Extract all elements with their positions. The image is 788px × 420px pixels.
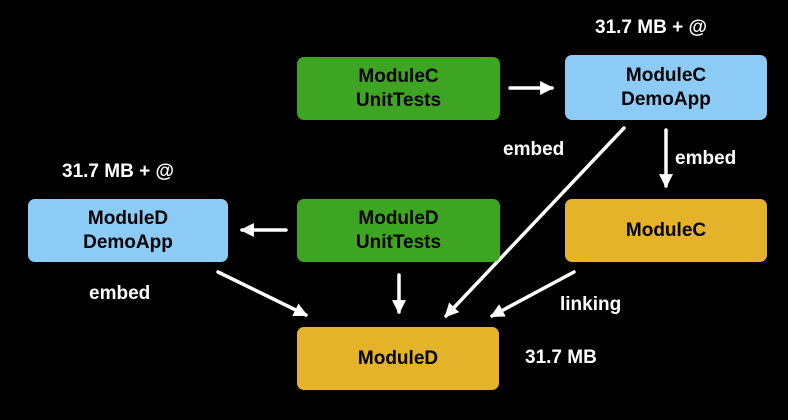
edge-modulec-to-moduled (490, 270, 576, 318)
edge-modulec-demoapp-to-moduled (444, 126, 626, 318)
modulec-unittests-node: ModuleC UnitTests (297, 57, 500, 120)
edge-label-linking: linking (560, 294, 622, 315)
modulec-unittests-line2: UnitTests (355, 89, 442, 111)
moduled-unittests-node: ModuleD UnitTests (297, 199, 500, 262)
edge-label-embed-right: embed (675, 148, 737, 169)
moduled-unittests-line1: ModuleD (358, 207, 439, 229)
moduled-demoapp-size-annotation: 31.7 MB + @ (62, 161, 174, 182)
modulec-demoapp-size-annotation: 31.7 MB + @ (595, 17, 707, 38)
modulec-demoapp-line2: DemoApp (621, 88, 711, 110)
moduled-demoapp-line2: DemoApp (83, 231, 173, 253)
edge-moduled-demoapp-to-moduled (216, 270, 308, 317)
moduled-node: ModuleD (297, 327, 499, 390)
modulec-node: ModuleC (565, 199, 767, 262)
modulec-demoapp-node: ModuleC DemoApp (565, 55, 767, 120)
moduled-size-annotation: 31.7 MB (525, 347, 597, 368)
edge-label-embed-left: embed (503, 139, 565, 160)
modulec-unittests-line1: ModuleC (358, 65, 439, 87)
modulec-label: ModuleC (625, 219, 707, 241)
moduled-label: ModuleD (357, 347, 439, 369)
moduled-unittests-line2: UnitTests (355, 231, 442, 253)
modulec-demoapp-line1: ModuleC (625, 64, 707, 86)
edge-label-embed-bottom-left: embed (89, 283, 151, 304)
moduled-demoapp-node: ModuleD DemoApp (28, 199, 228, 262)
moduled-demoapp-line1: ModuleD (87, 207, 169, 229)
